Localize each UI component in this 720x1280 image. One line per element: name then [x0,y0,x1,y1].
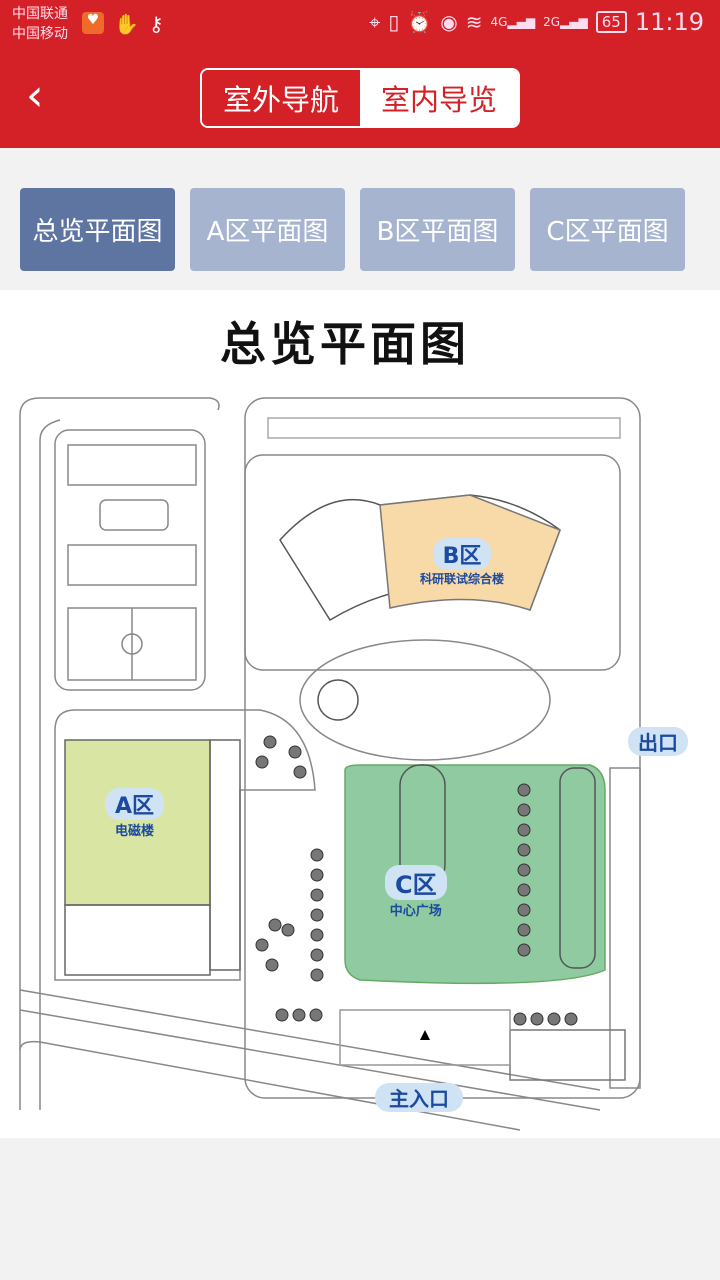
exit-label[interactable]: 出口 [628,727,688,756]
signal-4g-icon: 4G▂▄▆ [490,15,536,29]
zone-c-name: C区 [385,865,447,900]
eye-icon: ◉ [440,10,458,34]
status-bar: 中国联通 中国移动 ♥ ✋ ⚷ ⌖ ▯ ⏰ ◉ ≋ 4G▂▄▆ 2G▂▄▆ 65… [0,0,720,50]
zone-a-desc: 电磁楼 [115,824,155,839]
vibrate-icon: ▯ [388,10,400,34]
zone-b-desc: 科研联试综合楼 [420,572,505,586]
nav-mode-toggle: 室外导航 室内导览 [200,68,520,128]
hand-stop-icon: ✋ [114,12,139,36]
main-entrance-label[interactable]: 主入口 [375,1083,463,1112]
zone-a-name: A区 [105,788,165,820]
health-app-icon: ♥ [82,12,104,34]
signal-2g-icon: 2G▂▄▆ [543,15,588,29]
tab-zone-b[interactable]: B区平面图 [360,188,515,271]
carrier-info: 中国联通 中国移动 [12,4,68,44]
key-icon: ⚷ [148,12,164,36]
site-plan-drawing [19,397,641,1131]
map-title: 总览平面图 [220,317,470,371]
zone-b-label[interactable]: B区 科研联试综合楼 [420,538,504,587]
wifi-icon: ≋ [465,10,483,34]
tab-overview[interactable]: 总览平面图 [20,188,175,271]
segment-outdoor[interactable]: 室外导航 [202,70,360,126]
alarm-icon: ⏰ [407,10,433,34]
segment-indoor[interactable]: 室内导览 [360,70,518,126]
battery-icon: 65 [595,11,627,33]
back-button[interactable]: ‹ [26,74,70,120]
zone-c-label[interactable]: C区 中心广场 [385,865,447,919]
zone-b-name: B区 [432,538,492,570]
app-header: 中国联通 中国移动 ♥ ✋ ⚷ ⌖ ▯ ⏰ ◉ ≋ 4G▂▄▆ 2G▂▄▆ 65… [0,0,720,148]
clock: 11:19 [634,8,704,36]
tab-zone-c[interactable]: C区平面图 [530,188,685,271]
carrier-2: 中国移动 [12,26,68,42]
carrier-1: 中国联通 [12,6,68,22]
zone-a-label[interactable]: A区 电磁楼 [105,788,165,839]
location-icon: ⌖ [369,10,381,34]
tab-zone-a[interactable]: A区平面图 [190,188,345,271]
floorplan-tabs: 总览平面图 A区平面图 B区平面图 C区平面图 [20,188,705,271]
chevron-left-icon: ‹ [26,70,44,121]
zone-c-desc: 中心广场 [389,904,442,919]
site-map[interactable]: 总览平面图 [0,290,720,1138]
